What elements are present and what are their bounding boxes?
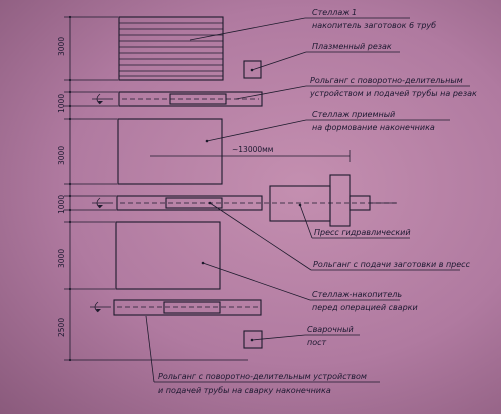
welding-label-line2: пост xyxy=(307,338,327,347)
rack2-label-line1: Стеллаж приемный xyxy=(312,110,395,119)
hydraulic-press xyxy=(269,174,396,227)
length-label: ~13000мм xyxy=(232,145,273,154)
conveyor-2 xyxy=(92,195,400,211)
rack-3 xyxy=(115,221,221,290)
dim-rack3: 3000 xyxy=(57,249,66,268)
welding-label-line1: Сварочный xyxy=(307,325,354,334)
length-dimension xyxy=(150,150,351,162)
dim-conveyor1: 1000 xyxy=(57,94,66,113)
vertical-dimension-chain xyxy=(64,15,248,362)
conveyor1-label-line2: устройством и подачей трубы на резак xyxy=(309,89,477,98)
rack1-label-line1: Стеллаж 1 xyxy=(312,8,357,17)
rack1-label-line2: накопитель заготовок 6 труб xyxy=(312,21,436,30)
dim-conveyor2: 1000 xyxy=(57,195,66,214)
plasma-label: Плазменный резак xyxy=(312,42,392,51)
dim-welding-zone: 2500 xyxy=(57,318,66,337)
conveyor3-label-line2: и подачей трубы на сварку наконечника xyxy=(158,386,331,395)
dim-rack1: 3000 xyxy=(57,37,66,56)
rack-1 xyxy=(118,16,224,81)
dim-rack2: 3000 xyxy=(57,146,66,165)
rack-2 xyxy=(117,118,223,185)
conveyor-3 xyxy=(90,299,262,316)
conveyor3-label-line1: Рольганг с поворотно-делительным устройс… xyxy=(158,372,367,381)
leader-lines xyxy=(145,17,470,383)
conveyor1-label-line1: Рольганг с поворотно-делительным xyxy=(310,76,463,85)
press-label: Пресс гидравлический xyxy=(314,228,411,237)
rack2-label-line2: на формование наконечника xyxy=(312,123,435,132)
rack3-label-line1: Стеллаж-накопитель xyxy=(312,290,402,299)
conveyor2-label: Рольганг с подачи заготовки в пресс xyxy=(313,260,471,269)
rack3-label-line2: перед операцией сварки xyxy=(312,303,418,312)
